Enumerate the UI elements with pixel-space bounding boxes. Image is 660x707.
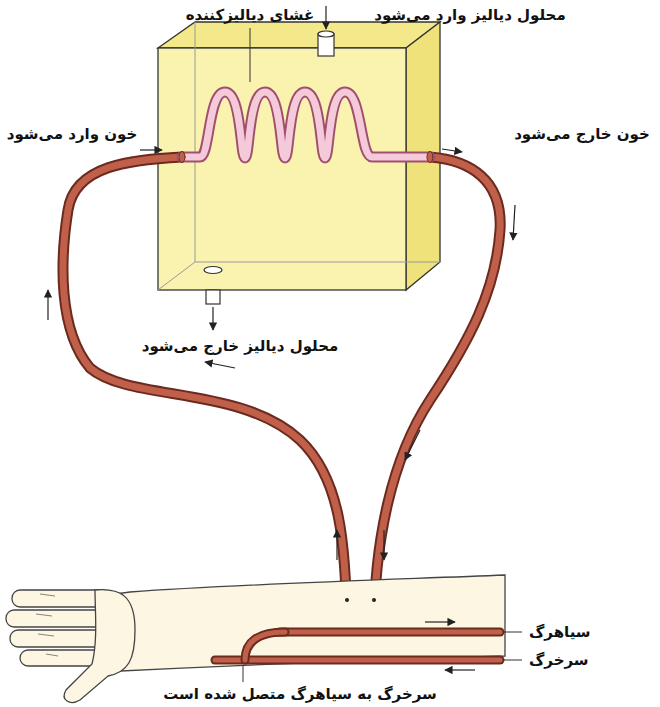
artery-label: سرخرگ: [527, 651, 591, 669]
vein-label: سیاهرگ: [527, 623, 593, 641]
dialyzer-box: [158, 22, 440, 290]
dialysis-membrane: [179, 92, 433, 163]
inflow-label: محلول دیالیز وارد می‌شود: [372, 6, 567, 24]
blood-out-label: خون خارج می‌شود: [512, 125, 652, 143]
dialysate-inlet: [318, 6, 334, 56]
blood-tubes: [63, 157, 500, 632]
forearm-and-hand: [6, 575, 505, 702]
flow-arrows: [48, 149, 515, 560]
connection-label: سرخرگ به سیاهرگ متصل شده است: [161, 685, 439, 703]
membrane-label: غشای دیالیزکننده: [184, 6, 317, 24]
leader-lines: [243, 28, 522, 682]
blood-in-label: خون وارد می‌شود: [5, 125, 140, 143]
outflow-label: محلول دیالیز خارج می‌شود: [140, 337, 341, 355]
vessel-arrows: [425, 622, 475, 670]
dialysate-outlet: [204, 267, 222, 331]
blood-vessels: [215, 598, 500, 660]
